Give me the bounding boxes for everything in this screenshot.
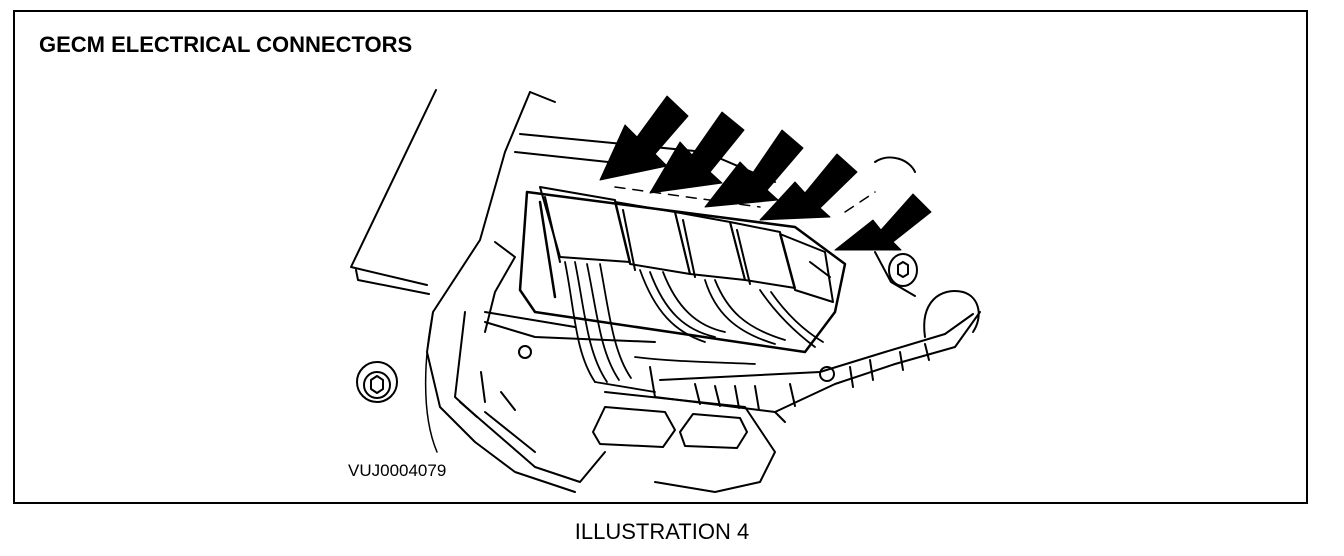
reference-leader-line [424,311,438,453]
arrow-connector-4 [759,153,858,221]
bolt-right [874,251,918,297]
diagram-frame: GECM ELECTRICAL CONNECTORS [13,10,1308,504]
connector-1 [539,186,631,263]
harness-sleeve [649,311,981,423]
illustration-caption: ILLUSTRATION 4 [574,519,750,544]
bolt-left [356,361,398,403]
bracket-slot-right [679,413,748,449]
figure-reference-code: VUJ0004079 [348,461,447,480]
connector-arrows [599,95,932,251]
bracket-hole [518,345,532,359]
arrow-connector-1 [599,95,689,181]
side-lobe [874,156,980,338]
arrow-connector-5 [834,193,932,251]
connector-drawing [350,89,981,493]
arrow-connector-2 [649,111,745,194]
mounting-panel [350,89,437,295]
bracket-slot-left [592,406,676,448]
connector-5 [779,233,834,303]
arrow-connector-3 [704,129,804,208]
wiring-harness [564,261,824,393]
connector-row [518,190,847,354]
diagram-title: GECM ELECTRICAL CONNECTORS [39,32,413,57]
